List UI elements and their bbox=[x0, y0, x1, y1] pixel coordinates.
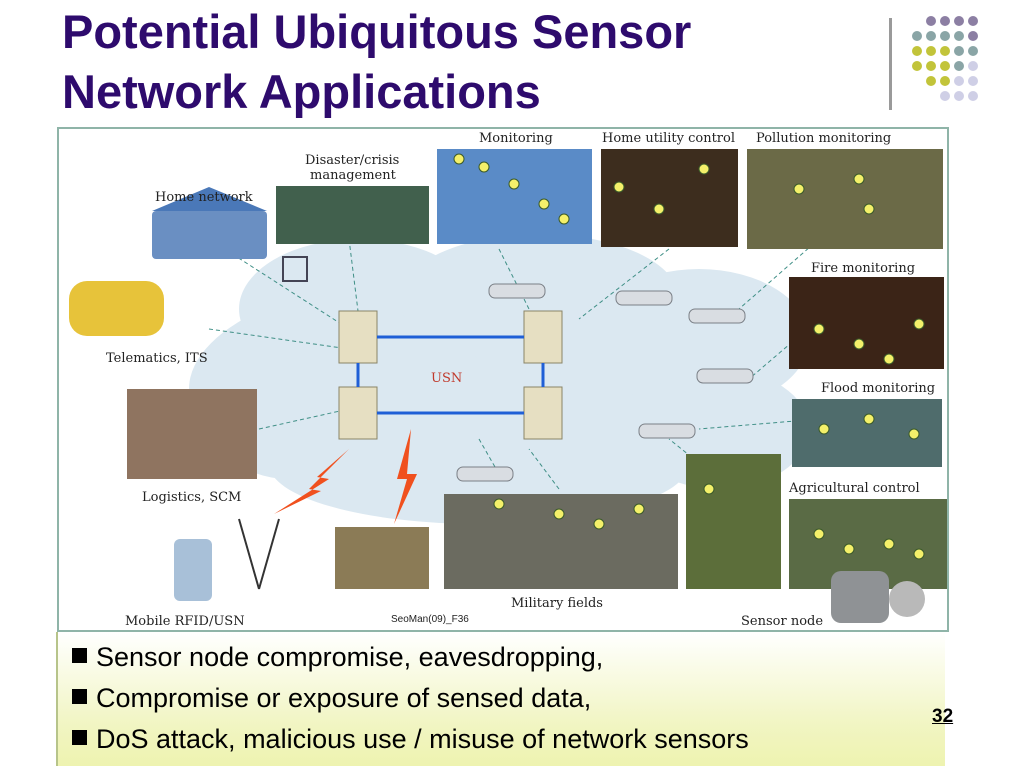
decorative-dot bbox=[968, 16, 978, 26]
decorative-dot bbox=[968, 31, 978, 41]
soldier-image bbox=[335, 527, 429, 589]
decorative-dot bbox=[968, 76, 978, 86]
label-pollution: Pollution monitoring bbox=[756, 131, 891, 146]
decorative-dot bbox=[968, 91, 978, 101]
sensor-dots bbox=[453, 153, 925, 560]
decorative-dot-grid bbox=[912, 16, 982, 110]
decorative-dot bbox=[940, 31, 950, 41]
label-credit: SeoMan(09)_F36 bbox=[391, 614, 469, 625]
page-number: 32 bbox=[932, 706, 954, 727]
label-home-network: Home network bbox=[155, 190, 253, 205]
label-telematics: Telematics, ITS bbox=[106, 351, 208, 366]
decorative-dot bbox=[926, 16, 936, 26]
decorative-dot bbox=[940, 46, 950, 56]
bullet-text: Sensor node compromise, eavesdropping, bbox=[96, 642, 604, 672]
decorative-dot bbox=[926, 76, 936, 86]
bullet-item: DoS attack, malicious use / misuse of ne… bbox=[72, 724, 749, 755]
decorative-dot bbox=[940, 16, 950, 26]
label-military: Military fields bbox=[511, 596, 603, 611]
label-monitoring: Monitoring bbox=[479, 131, 553, 146]
slide-title: Potential Ubiquitous Sensor Network Appl… bbox=[62, 2, 862, 122]
decorative-dot bbox=[940, 61, 950, 71]
title-line-1: Potential Ubiquitous Sensor bbox=[62, 5, 692, 58]
bullet-item: Sensor node compromise, eavesdropping, bbox=[72, 642, 603, 673]
decorative-dot bbox=[968, 61, 978, 71]
home-utility-image bbox=[601, 149, 738, 247]
decorative-dot bbox=[968, 46, 978, 56]
decorative-dot bbox=[954, 61, 964, 71]
telematics-car-image bbox=[69, 281, 164, 336]
sensor-node-image bbox=[831, 571, 889, 623]
logistics-image bbox=[127, 389, 257, 479]
title-line-2: Network Applications bbox=[62, 65, 541, 118]
usn-links bbox=[356, 335, 545, 415]
tower-icon bbox=[238, 518, 260, 590]
label-sensor-node: Sensor node bbox=[741, 614, 823, 629]
decorative-dot bbox=[926, 61, 936, 71]
label-agricultural: Agricultural control bbox=[788, 481, 920, 496]
decorative-dot bbox=[940, 76, 950, 86]
decorative-dot bbox=[926, 31, 936, 41]
usn-routers bbox=[338, 310, 563, 440]
home-network-roof bbox=[152, 187, 267, 211]
decorative-dot bbox=[912, 46, 922, 56]
decorative-dot bbox=[912, 31, 922, 41]
label-home-utility: Home utility control bbox=[602, 131, 735, 146]
title-divider bbox=[889, 18, 892, 110]
small-square-icon bbox=[282, 256, 308, 282]
bullet-text: Compromise or exposure of sensed data, bbox=[96, 683, 592, 713]
bullet-square-icon bbox=[72, 730, 87, 745]
lightning-bolts bbox=[274, 429, 417, 524]
bullet-square-icon bbox=[72, 648, 87, 663]
label-disaster-1: Disaster/crisis bbox=[305, 153, 399, 168]
decorative-dot bbox=[954, 46, 964, 56]
label-logistics: Logistics, SCM bbox=[142, 490, 241, 505]
wireless-access-points bbox=[456, 283, 754, 482]
application-panels bbox=[69, 149, 947, 623]
decorative-dot bbox=[954, 76, 964, 86]
decorative-dot bbox=[954, 91, 964, 101]
diagram-svg: Monitoring Home utility control Pollutio… bbox=[69, 131, 947, 629]
decorative-dot bbox=[940, 91, 950, 101]
bullet-square-icon bbox=[72, 689, 87, 704]
bullet-list: Sensor node compromise, eavesdropping, C… bbox=[56, 632, 945, 766]
label-fire: Fire monitoring bbox=[811, 261, 915, 276]
bullet-text: DoS attack, malicious use / misuse of ne… bbox=[96, 724, 749, 754]
apple-image bbox=[686, 454, 781, 589]
usn-applications-diagram: Monitoring Home utility control Pollutio… bbox=[57, 127, 949, 632]
decorative-dot bbox=[926, 46, 936, 56]
home-network-image bbox=[152, 211, 267, 259]
mobile-phone-image bbox=[174, 539, 212, 601]
pollution-image bbox=[747, 149, 943, 249]
decorative-dot bbox=[912, 61, 922, 71]
decorative-dot bbox=[954, 16, 964, 26]
disaster-management-image bbox=[276, 186, 429, 244]
decorative-dot bbox=[954, 31, 964, 41]
bullet-item: Compromise or exposure of sensed data, bbox=[72, 683, 591, 714]
label-disaster-2: management bbox=[310, 168, 397, 183]
coin-image bbox=[889, 581, 925, 617]
label-flood: Flood monitoring bbox=[821, 381, 935, 396]
flood-image bbox=[792, 399, 942, 467]
diagram-labels: Monitoring Home utility control Pollutio… bbox=[106, 131, 935, 629]
label-mobile: Mobile RFID/USN bbox=[125, 614, 245, 629]
monitoring-bridge-image bbox=[437, 149, 592, 244]
label-usn: USN bbox=[431, 371, 462, 386]
